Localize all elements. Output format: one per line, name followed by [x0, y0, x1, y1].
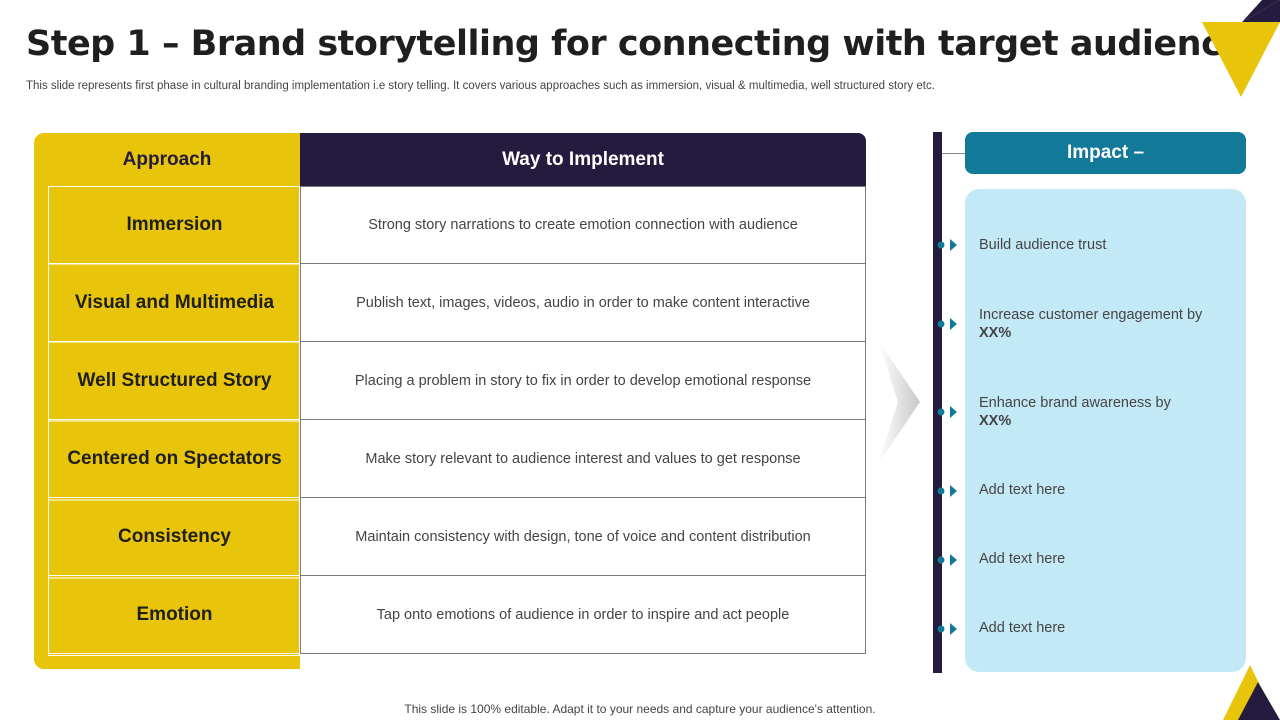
approach-cell: Well Structured Story	[48, 342, 300, 420]
corner-decoration-bottom	[1223, 665, 1280, 720]
footer-note: This slide is 100% editable. Adapt it to…	[404, 702, 876, 716]
page-subtitle: This slide represents first phase in cul…	[26, 80, 935, 92]
way-cell: Publish text, images, videos, audio in o…	[300, 264, 866, 342]
way-cell: Make story relevant to audience interest…	[300, 420, 866, 498]
impact-panel	[965, 189, 1246, 672]
way-cell: Tap onto emotions of audience in order t…	[300, 576, 866, 654]
table-row: Consistency Maintain consistency with de…	[48, 498, 866, 576]
way-cell: Placing a problem in story to fix in ord…	[300, 342, 866, 420]
impact-vertical-bar	[933, 132, 942, 673]
impact-item: Increase customer engagement by XX%	[979, 307, 1203, 341]
approach-cell: Emotion	[48, 576, 300, 654]
bullet-arrow-icon	[937, 318, 957, 330]
approach-header: Approach	[122, 148, 212, 170]
bullet-arrow-icon	[937, 623, 957, 635]
table-row: Visual and Multimedia Publish text, imag…	[48, 264, 866, 342]
table-row: Immersion Strong story narrations to cre…	[48, 186, 866, 264]
impact-item: Add text here	[979, 482, 1066, 498]
bullet-arrow-icon	[937, 239, 957, 251]
approach-cell: Centered on Spectators	[48, 420, 300, 498]
approach-cell: Consistency	[48, 498, 300, 576]
impact-item: Enhance brand awareness by XX%	[979, 395, 1171, 429]
chevron-right-icon	[878, 340, 920, 464]
table-row: Emotion Tap onto emotions of audience in…	[48, 576, 866, 654]
table-row: Centered on Spectators Make story releva…	[48, 420, 866, 498]
way-cell: Maintain consistency with design, tone o…	[300, 498, 866, 576]
bullet-arrow-icon	[937, 485, 957, 497]
page-title: Step 1 – Brand storytelling for connecti…	[26, 24, 1245, 64]
impact-item: Add text here	[979, 551, 1066, 567]
corner-decoration-top	[1202, 0, 1280, 97]
impact-header: Impact –	[965, 132, 1246, 174]
bullet-arrow-icon	[937, 406, 957, 418]
approach-cell: Immersion	[48, 186, 300, 264]
way-to-implement-header: Way to Implement	[300, 133, 866, 186]
bullet-arrow-icon	[937, 554, 957, 566]
impact-connector-line	[942, 153, 965, 154]
way-cell: Strong story narrations to create emotio…	[300, 186, 866, 264]
approach-table: Immersion Strong story narrations to cre…	[48, 186, 866, 654]
impact-item: Build audience trust	[979, 237, 1107, 253]
approach-cell: Visual and Multimedia	[48, 264, 300, 342]
table-row: Well Structured Story Placing a problem …	[48, 342, 866, 420]
impact-item: Add text here	[979, 620, 1066, 636]
